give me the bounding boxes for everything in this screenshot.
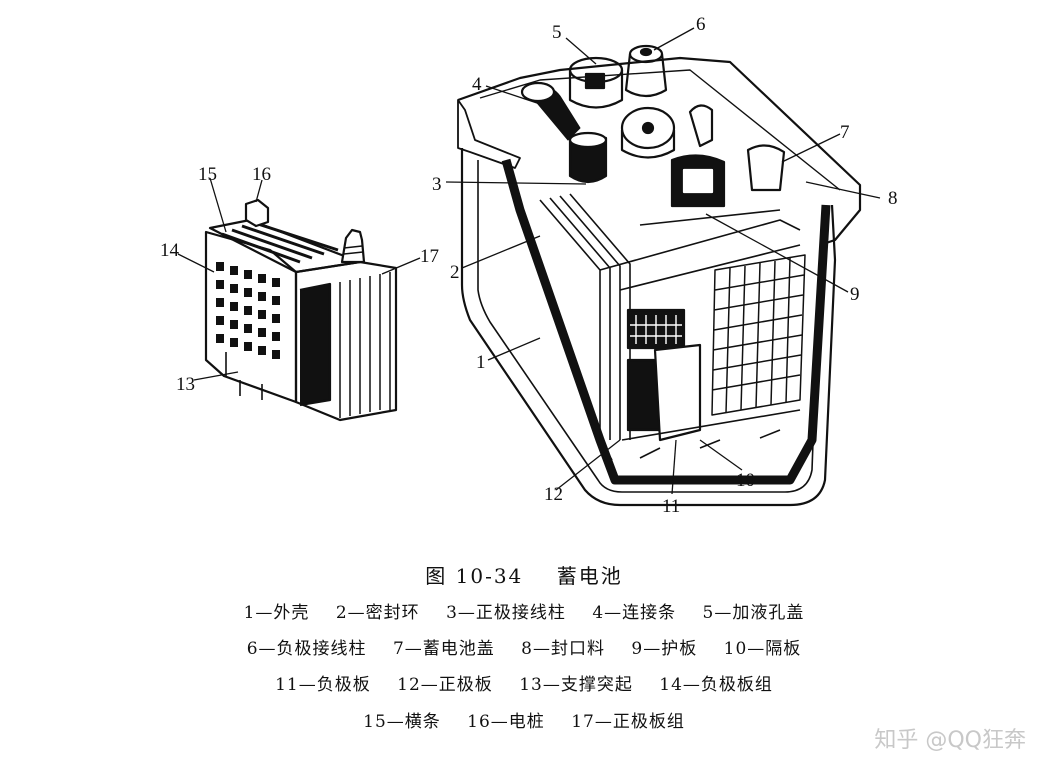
callout-4: 4 [472, 74, 482, 95]
legend-row: 15—横条 16—电桩 17—正极板组 [0, 707, 1048, 732]
callout-1: 1 [476, 352, 486, 373]
leader-lines [177, 27, 881, 495]
callout-5: 5 [552, 22, 562, 43]
callout-7: 7 [840, 122, 850, 143]
legend-item: 6—负极接线柱 [246, 639, 367, 659]
separator-grid [711, 254, 806, 416]
callout-13: 13 [176, 374, 195, 395]
legend-item: 13—支撑突起 [519, 675, 633, 695]
callout-17: 17 [420, 246, 439, 267]
legend-item: 7—蓄电池盖 [392, 639, 495, 659]
legend-item: 1—外壳 [243, 603, 310, 623]
callout-labels: 1 2 3 4 5 6 7 8 9 10 11 12 13 14 15 16 1… [160, 14, 898, 517]
callout-2: 2 [450, 262, 460, 283]
negative-plate-holes [216, 262, 280, 359]
callout-3: 3 [432, 174, 442, 195]
callout-15: 15 [198, 164, 217, 185]
legend-item: 16—电桩 [467, 712, 545, 732]
legend-row: 1—外壳 2—密封环 3—正极接线柱 4—连接条 5—加液孔盖 [0, 598, 1048, 623]
watermark: 知乎 @QQ狂奔 [874, 728, 1026, 753]
sealing-compound [501, 158, 831, 485]
legend-row: 6—负极接线柱 7—蓄电池盖 8—封口料 9—护板 10—隔板 [0, 634, 1048, 659]
legend-row: 11—负极板 12—正极板 13—支撑突起 14—负极板组 [0, 670, 1048, 695]
legend-item: 4—连接条 [592, 603, 677, 623]
legend-item: 10—隔板 [723, 639, 802, 659]
legend-item: 11—负极板 [275, 675, 371, 695]
legend-item: 3—正极接线柱 [446, 603, 566, 623]
main-battery [457, 44, 862, 507]
figure-caption: 图 10-34 蓄电池 [0, 560, 1048, 589]
legend-item: 14—负极板组 [659, 675, 773, 695]
callout-9: 9 [850, 284, 860, 305]
battery-diagram: 1 2 3 4 5 6 7 8 9 10 11 12 13 14 15 16 1… [160, 14, 898, 517]
battery-case [460, 148, 837, 507]
callout-12: 12 [544, 484, 563, 505]
callout-10: 10 [736, 470, 755, 491]
legend-item: 15—横条 [363, 712, 441, 732]
legend-item: 9—护板 [631, 639, 698, 659]
callout-6: 6 [696, 14, 706, 35]
figure-title: 蓄电池 [556, 564, 623, 588]
callout-8: 8 [888, 188, 898, 209]
legend-item: 17—正极板组 [571, 712, 685, 732]
battery-lid [457, 56, 862, 247]
legend-item: 5—加液孔盖 [702, 603, 805, 623]
callout-16: 16 [252, 164, 271, 185]
callout-11: 11 [662, 496, 680, 517]
legend-item: 8—封口料 [521, 639, 605, 659]
positive-post-3 [568, 136, 608, 184]
callout-14: 14 [160, 240, 180, 261]
plate-group [204, 198, 398, 422]
filler-cap [620, 106, 676, 150]
legend-item: 12—正极板 [397, 675, 493, 695]
legend-item: 2—密封环 [335, 603, 420, 623]
terminal-post-16 [244, 198, 270, 228]
figure-number: 图 10-34 [425, 564, 524, 588]
